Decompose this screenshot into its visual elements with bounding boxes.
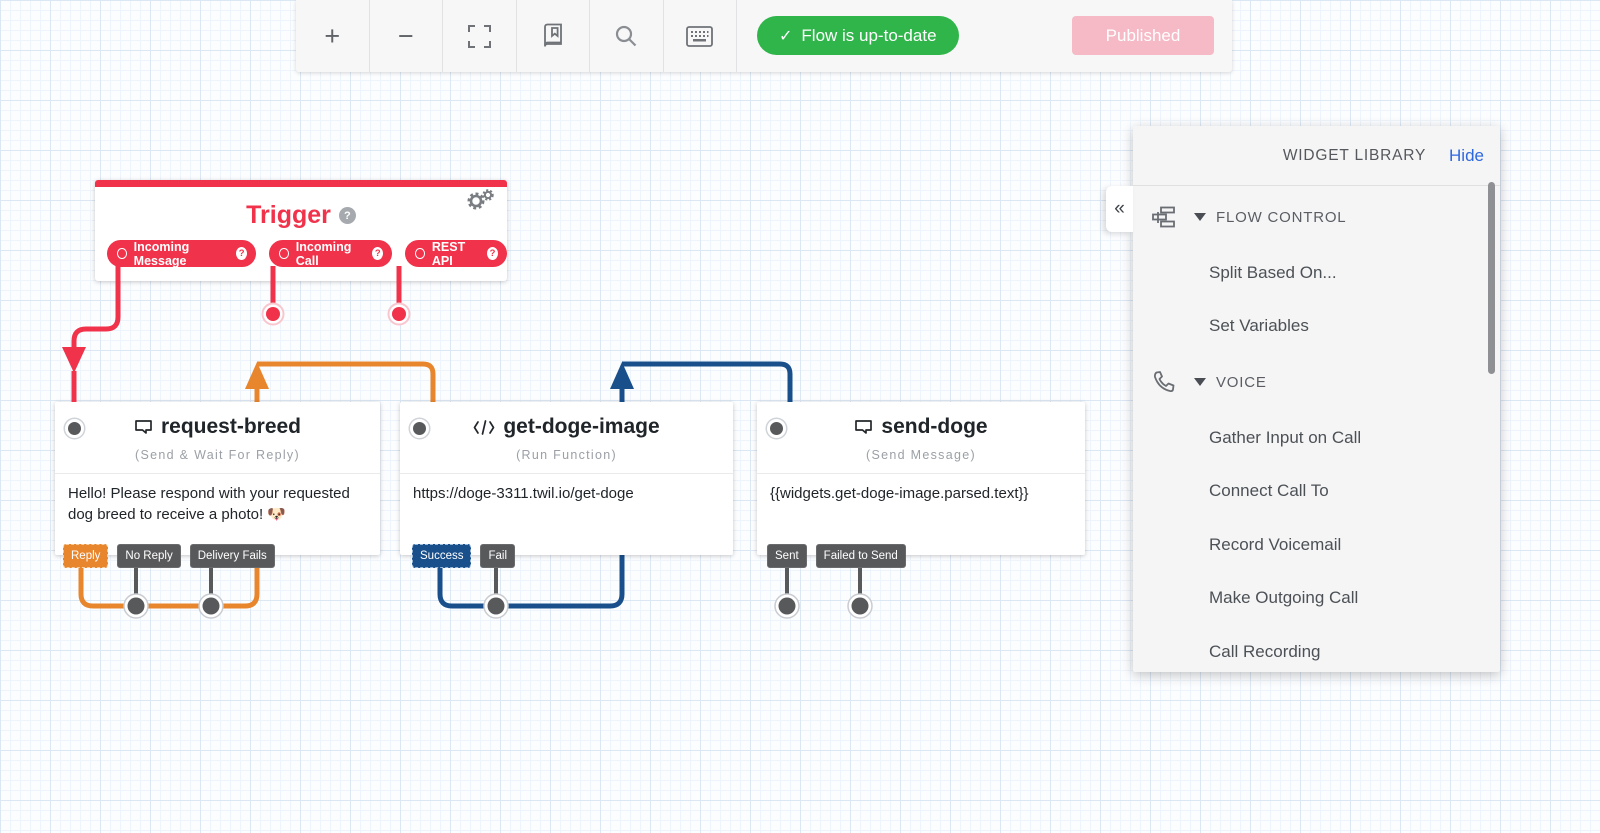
collapse-icon: « <box>1114 198 1125 219</box>
transition-drag-dots[interactable] <box>123 593 873 619</box>
search-icon <box>616 25 637 47</box>
widget-name: get-doge-image <box>503 415 660 438</box>
divider <box>55 473 380 474</box>
divider <box>757 473 1085 474</box>
transition-fail[interactable]: Fail <box>480 544 515 568</box>
flow-status-badge: ✓ Flow is up-to-date <box>757 16 959 55</box>
trigger-pill-incoming-call[interactable]: Incoming Call ? <box>269 239 393 268</box>
gear-icon[interactable] <box>465 189 495 218</box>
plus-icon: + <box>324 20 341 51</box>
collapse-panel-button[interactable]: « <box>1106 186 1133 232</box>
chevron-down-icon <box>1194 378 1206 386</box>
chat-bubble-icon <box>135 419 152 434</box>
widget-type: (Send & Wait For Reply) <box>135 448 300 462</box>
help-icon[interactable]: ? <box>236 247 248 260</box>
widget-type: (Run Function) <box>516 448 617 462</box>
transition-delivery-fails[interactable]: Delivery Fails <box>189 544 275 568</box>
widget-library-title: WIDGET LIBRARY <box>1282 146 1427 164</box>
widget-get-doge-image[interactable]: get-doge-image (Run Function) https://do… <box>400 402 733 568</box>
connection-incoming-message-to-request-breed <box>62 266 121 402</box>
input-port[interactable] <box>65 419 84 438</box>
check-icon: ✓ <box>779 27 793 45</box>
input-port[interactable] <box>767 419 786 438</box>
phone-icon <box>1150 370 1177 394</box>
code-icon <box>473 419 495 435</box>
pill-label: Incoming Message <box>133 239 190 268</box>
flow-status-label: Flow is up-to-date <box>801 25 937 45</box>
library-item-gather-input-on-call[interactable]: Gather Input on Call <box>1209 427 1362 447</box>
help-icon[interactable]: ? <box>338 207 356 224</box>
help-icon[interactable]: ? <box>372 247 384 260</box>
keyboard-icon <box>686 25 714 47</box>
section-label: FLOW CONTROL <box>1216 208 1347 226</box>
widget-request-breed[interactable]: request-breed (Send & Wait For Reply) He… <box>55 402 380 568</box>
radio-circle-icon <box>117 248 127 259</box>
search-button[interactable] <box>590 0 664 72</box>
radio-circle-icon <box>415 248 425 259</box>
connection-reply-to-get-doge-image <box>78 361 436 609</box>
radio-circle-icon <box>279 248 289 259</box>
widget-library-panel: « WIDGET LIBRARY Hide <box>1106 126 1500 672</box>
trigger-widget[interactable]: Trigger ? Incoming Message ? Incomi <box>95 180 507 281</box>
trigger-unconnected-stubs[interactable] <box>261 266 411 326</box>
sidebar-scrollbar[interactable] <box>1488 182 1495 374</box>
library-item-set-variables[interactable]: Set Variables <box>1209 316 1309 336</box>
section-label: VOICE <box>1216 373 1267 391</box>
trigger-title: Trigger <box>246 201 331 229</box>
keyboard-shortcuts-button[interactable] <box>664 0 737 72</box>
transition-no-reply[interactable]: No Reply <box>117 544 181 568</box>
canvas-toolbar: + − <box>296 0 1232 72</box>
chevron-down-icon <box>1194 213 1206 221</box>
trigger-accent-bar <box>95 180 507 187</box>
input-port[interactable] <box>410 419 429 438</box>
fit-to-screen-button[interactable] <box>443 0 517 72</box>
section-flow-control[interactable]: FLOW CONTROL <box>1133 188 1500 246</box>
widget-name: request-breed <box>160 415 302 438</box>
toolbar-status-area: ✓ Flow is up-to-date Published <box>737 0 1232 72</box>
pill-label: Incoming Call <box>295 239 352 268</box>
transition-sent[interactable]: Sent <box>767 544 807 568</box>
widget-body-text: https://doge-3311.twil.io/get-doge <box>413 485 634 502</box>
transition-reply[interactable]: Reply <box>63 544 109 568</box>
sitemap-icon <box>1150 206 1177 228</box>
connection-success-to-send-doge <box>437 361 793 609</box>
transition-success[interactable]: Success <box>412 544 472 568</box>
divider <box>400 473 733 474</box>
library-item-record-voicemail[interactable]: Record Voicemail <box>1209 534 1342 554</box>
widget-send-doge[interactable]: send-doge (Send Message) {{widgets.get-d… <box>757 402 1085 568</box>
library-item-make-outgoing-call[interactable]: Make Outgoing Call <box>1209 588 1359 608</box>
minus-icon: − <box>397 20 414 51</box>
hide-panel-link[interactable]: Hide <box>1449 145 1484 165</box>
pill-label: REST API <box>431 239 466 268</box>
transition-failed-to-send[interactable]: Failed to Send <box>815 544 906 568</box>
section-voice[interactable]: VOICE <box>1133 353 1500 411</box>
widget-name: send-doge <box>881 415 988 438</box>
help-icon[interactable]: ? <box>487 247 499 260</box>
widget-body-text: Hello! Please respond with your requeste… <box>68 485 350 523</box>
widget-library-list: FLOW CONTROL Split Based On... Set Varia… <box>1133 186 1500 679</box>
book-bookmark-icon <box>543 23 562 47</box>
zoom-in-button[interactable]: + <box>296 0 370 72</box>
library-item-call-recording[interactable]: Call Recording <box>1209 641 1321 661</box>
zoom-out-button[interactable]: − <box>370 0 443 72</box>
chat-bubble-icon <box>855 419 873 434</box>
fullscreen-icon <box>467 24 491 48</box>
library-item-connect-call-to[interactable]: Connect Call To <box>1209 481 1329 501</box>
library-item-split-based-on[interactable]: Split Based On... <box>1209 262 1337 282</box>
widget-type: (Send Message) <box>866 448 976 462</box>
trigger-pill-rest-api[interactable]: REST API ? <box>405 239 507 268</box>
widget-library-header: WIDGET LIBRARY Hide <box>1133 126 1500 186</box>
docs-button[interactable] <box>517 0 590 72</box>
publish-button[interactable]: Published <box>1072 16 1214 55</box>
trigger-pill-incoming-message[interactable]: Incoming Message ? <box>107 239 257 268</box>
widget-body-text: {{widgets.get-doge-image.parsed.text}} <box>770 485 1029 502</box>
